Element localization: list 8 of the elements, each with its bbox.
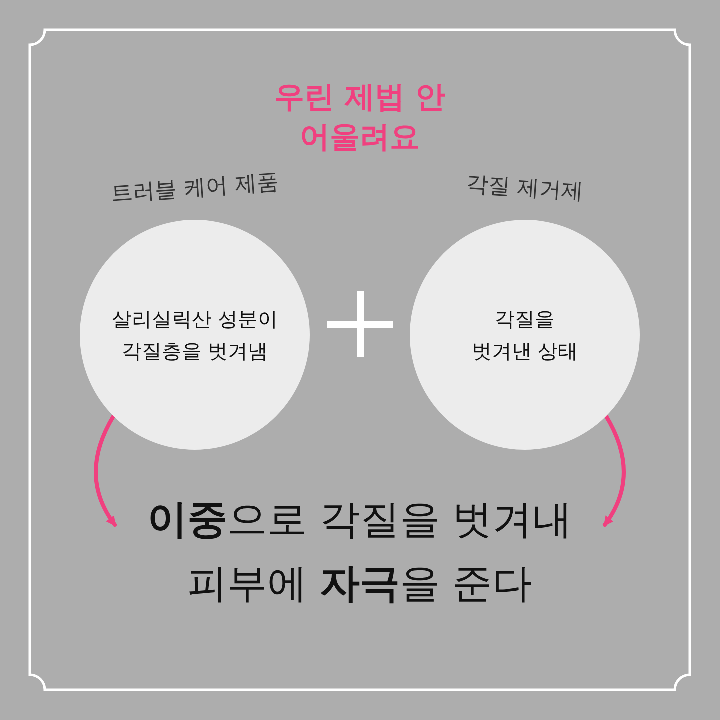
title: 우린 제법 안 어울려요 <box>274 79 446 157</box>
curved-arrow <box>94 414 117 527</box>
circle-heading: 각질 제거제 <box>464 170 586 208</box>
circle-heading: 트러블 케어 제품 <box>109 169 281 209</box>
circle-text: 살리실릭산 성분이 각질층을 벗겨냄 <box>110 306 280 365</box>
curved-arrow <box>603 414 626 527</box>
circle-text: 각질을 벗겨낸 상태 <box>470 306 580 365</box>
statement-text: 이중으로 각질을 벗겨내 피부에 자극을 준다 <box>115 488 605 616</box>
